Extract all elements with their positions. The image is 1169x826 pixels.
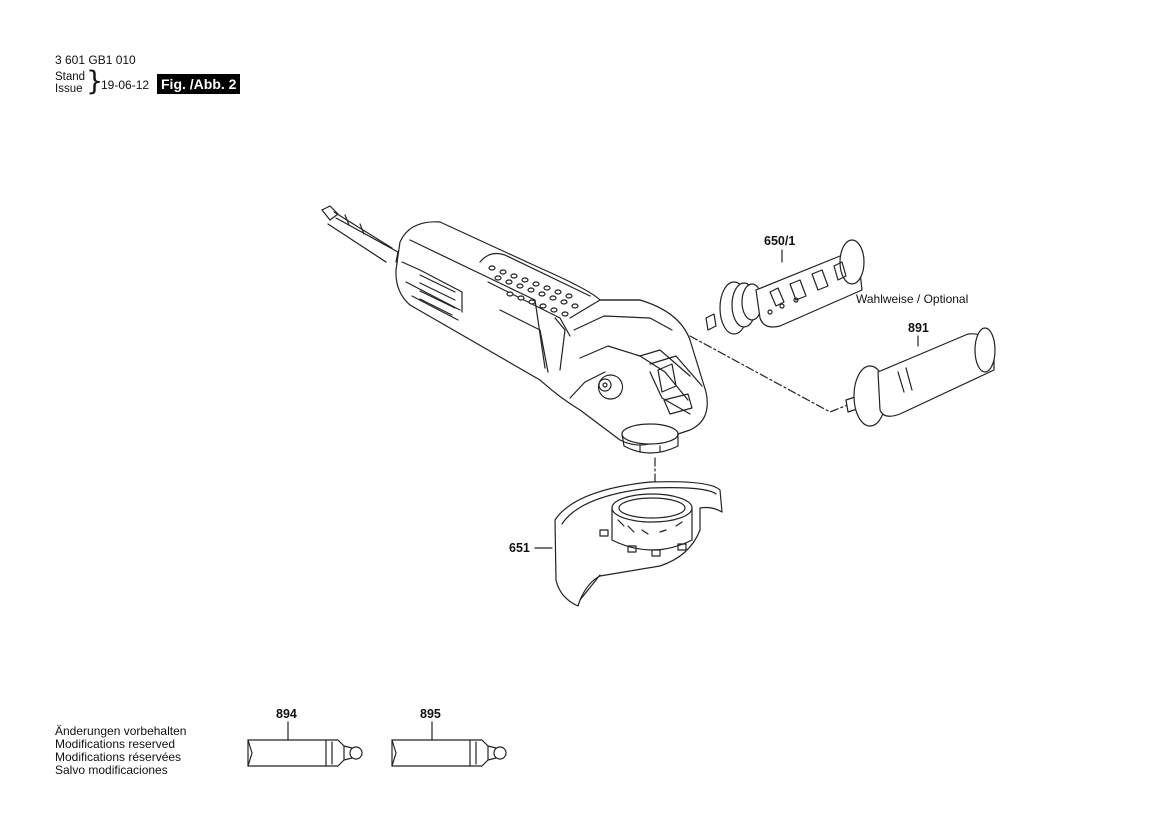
- grinder-housing: [395, 221, 708, 446]
- callout-894: 894: [276, 707, 297, 721]
- modifications-notice: Änderungen vorbehalten Modifications res…: [55, 725, 186, 777]
- part-number: 3 601 GB1 010: [55, 53, 136, 67]
- spindle-flange: [621, 423, 679, 454]
- stand-label: Stand: [55, 71, 86, 83]
- footer-line-fr: Modifications réservées: [55, 750, 182, 764]
- footer-line-en: Modifications reserved: [55, 737, 176, 751]
- callout-895: 895: [420, 707, 441, 721]
- grip-texture: [488, 265, 579, 317]
- callout-891: 891: [908, 321, 929, 335]
- callout-650-1: 650/1: [764, 234, 796, 248]
- brace-symbol: }: [86, 66, 104, 97]
- auxiliary-handle-650-1: [705, 239, 865, 335]
- footer-line-es: Salvo modificaciones: [55, 763, 168, 777]
- optional-note: Wahlweise / Optional: [856, 292, 969, 306]
- wheel-guard-651: [554, 481, 723, 607]
- grease-tube-895: [391, 739, 507, 767]
- power-cord: [321, 205, 399, 263]
- issue-date: 19-06-12: [101, 78, 150, 92]
- grease-tube-894: [247, 739, 363, 767]
- footer-line-de: Änderungen vorbehalten: [55, 724, 187, 738]
- callout-651: 651: [509, 541, 530, 555]
- stand-issue-labels: Stand Issue: [55, 71, 85, 95]
- figure-label: Fig. /Abb. 2: [157, 74, 241, 94]
- handle-axis-line: [689, 335, 856, 413]
- auxiliary-handle-891: [845, 327, 996, 427]
- issue-label: Issue: [55, 83, 83, 95]
